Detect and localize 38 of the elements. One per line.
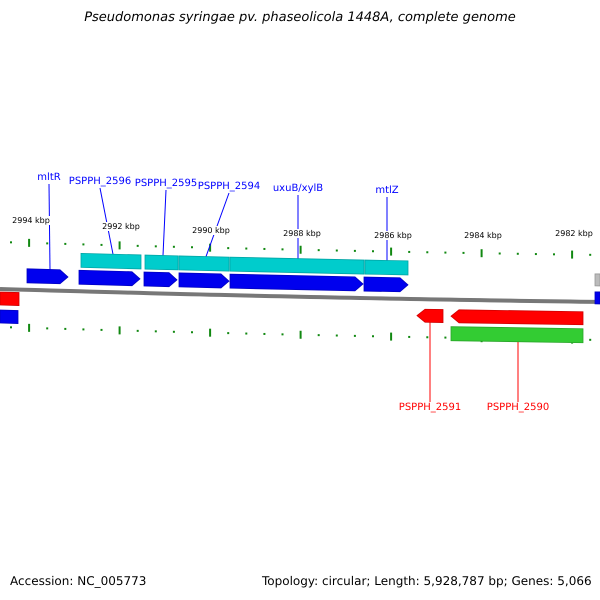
- scale-label: 2992 kbp: [102, 222, 140, 231]
- leader-line: [48, 184, 50, 270]
- gene-bar: [0, 310, 18, 324]
- footer-text: Accession: NC_005773: [10, 574, 146, 588]
- gene-bar: [594, 291, 600, 304]
- gene-feature: [26, 268, 69, 284]
- map-title: Pseudomonas syringae pv. phaseolicola 1448A, complete genome: [83, 10, 517, 25]
- footer-text: Topology: circular; Length: 5,928,787 bp; Genes: 5,066: [262, 574, 592, 588]
- gene-bar: [144, 254, 178, 270]
- gene-bar: [450, 326, 584, 344]
- gene-name: PSPPH_2595: [134, 178, 198, 190]
- gene-bar: [178, 256, 230, 272]
- gene-feature: [450, 309, 584, 326]
- scale-label: 2988 kbp: [283, 229, 321, 238]
- gene-feature: [178, 272, 230, 288]
- gene-name: uxuB/xylB: [272, 183, 324, 195]
- scale-label: 2982 kbp: [555, 229, 593, 238]
- gene-feature: [364, 276, 409, 292]
- scale-label: 2986 kbp: [374, 231, 412, 240]
- gene-name: PSPPH_2591: [398, 402, 462, 414]
- gene-bar: [0, 292, 20, 306]
- gene-name: PSPPH_2594: [198, 181, 260, 193]
- leader-line: [386, 196, 388, 262]
- gene-name: mltR: [37, 172, 61, 184]
- scale-label: 2984 kbp: [464, 231, 502, 240]
- gene-feature: [144, 272, 178, 288]
- gene-feature: [78, 270, 141, 286]
- scale-label: 2994 kbp: [12, 216, 50, 225]
- gene-bar: [594, 273, 600, 286]
- leader-line: [100, 188, 114, 255]
- gene-bar: [80, 252, 142, 270]
- gene-bar: [364, 260, 408, 276]
- scale-label: 2990 kbp: [192, 226, 230, 235]
- gene-name: PSPPH_2590: [486, 402, 550, 414]
- gene-feature: [416, 308, 444, 323]
- leader-line: [162, 190, 166, 256]
- gene-name: mtlZ: [375, 185, 399, 197]
- gene-name: PSPPH_2596: [68, 176, 132, 188]
